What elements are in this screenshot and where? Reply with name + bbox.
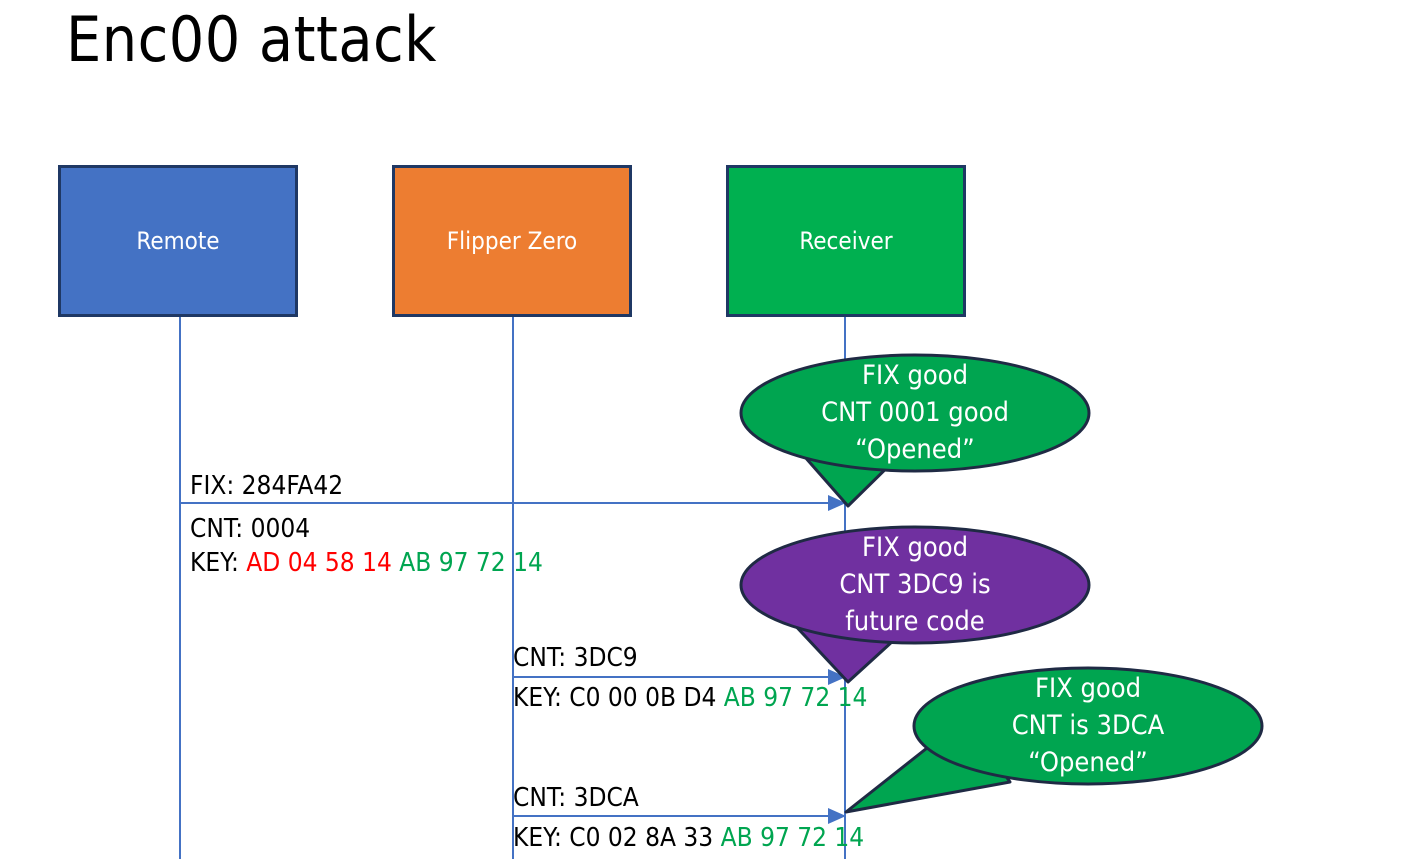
key-bytes-serial-3: AB 97 72 14 bbox=[720, 823, 865, 853]
actor-label-remote: Remote bbox=[136, 227, 220, 255]
callout-ellipse-3 bbox=[912, 666, 1264, 786]
message-label-cnt-0004: CNT: 0004 bbox=[190, 512, 310, 546]
actor-box-flipper-zero[interactable]: Flipper Zero bbox=[392, 165, 632, 317]
callout-1-line-3: “Opened” bbox=[855, 434, 975, 465]
callout-text-1: FIX good CNT 0001 good “Opened” bbox=[741, 357, 1089, 468]
message-label-key-3: KEY: C0 02 8A 33 AB 97 72 14 bbox=[513, 821, 864, 855]
callout-tail-3 bbox=[844, 716, 1012, 814]
callout-tail-2 bbox=[788, 618, 907, 684]
page-title: Enc00 attack bbox=[66, 3, 437, 76]
callout-3-line-3: “Opened” bbox=[1028, 747, 1148, 778]
message-label-cnt-3dca: CNT: 3DCA bbox=[513, 781, 639, 815]
callout-2-line-1: FIX good bbox=[861, 532, 969, 563]
message-cnt-value-3: CNT: 3DCA bbox=[513, 783, 639, 813]
key-prefix-2: KEY: bbox=[513, 683, 570, 713]
message-label-key-2: KEY: C0 00 0B D4 AB 97 72 14 bbox=[513, 681, 867, 715]
callout-1-line-1: FIX good bbox=[861, 360, 969, 391]
callout-tail-1 bbox=[788, 438, 907, 508]
callout-3-line-1: FIX good bbox=[1034, 673, 1142, 704]
message-cnt-value-2: CNT: 3DC9 bbox=[513, 643, 638, 673]
callout-3-line-2: CNT is 3DCA bbox=[1011, 710, 1165, 741]
callout-ellipse-2 bbox=[739, 525, 1091, 645]
message-label-key-1: KEY: AD 04 58 14 AB 97 72 14 bbox=[190, 546, 543, 580]
actor-box-receiver[interactable]: Receiver bbox=[726, 165, 966, 317]
key-bytes-manufacturer-2: C0 00 0B D4 bbox=[569, 683, 724, 713]
message-fix-value: FIX: 284FA42 bbox=[190, 471, 344, 501]
actor-label-receiver: Receiver bbox=[799, 227, 893, 255]
key-bytes-serial-1: AB 97 72 14 bbox=[399, 548, 543, 578]
callout-2-line-2: CNT 3DC9 is bbox=[839, 569, 991, 600]
key-bytes-manufacturer-1: AD 04 58 14 bbox=[246, 548, 400, 578]
key-prefix-3: KEY: bbox=[513, 823, 570, 853]
callout-text-2: FIX good CNT 3DC9 is future code bbox=[741, 529, 1089, 640]
callout-fix-good-cnt-3dca[interactable] bbox=[844, 666, 1264, 814]
callout-fix-good-cnt-0001[interactable] bbox=[739, 353, 1091, 508]
message-label-cnt-3dc9: CNT: 3DC9 bbox=[513, 641, 638, 675]
actor-box-remote[interactable]: Remote bbox=[58, 165, 298, 317]
message-cnt-value: CNT: 0004 bbox=[190, 514, 311, 544]
actor-label-flipper-zero: Flipper Zero bbox=[446, 227, 578, 255]
key-bytes-serial-2: AB 97 72 14 bbox=[723, 683, 868, 713]
key-bytes-manufacturer-3: C0 02 8A 33 bbox=[569, 823, 721, 853]
callout-ellipse-1 bbox=[739, 353, 1091, 473]
callout-future-code[interactable] bbox=[739, 525, 1091, 684]
callout-text-3: FIX good CNT is 3DCA “Opened” bbox=[914, 670, 1262, 781]
callout-1-line-2: CNT 0001 good bbox=[821, 397, 1009, 428]
message-label-fix-284fa42: FIX: 284FA42 bbox=[190, 469, 343, 503]
callout-2-line-3: future code bbox=[845, 606, 985, 637]
key-prefix-1: KEY: bbox=[190, 548, 247, 578]
